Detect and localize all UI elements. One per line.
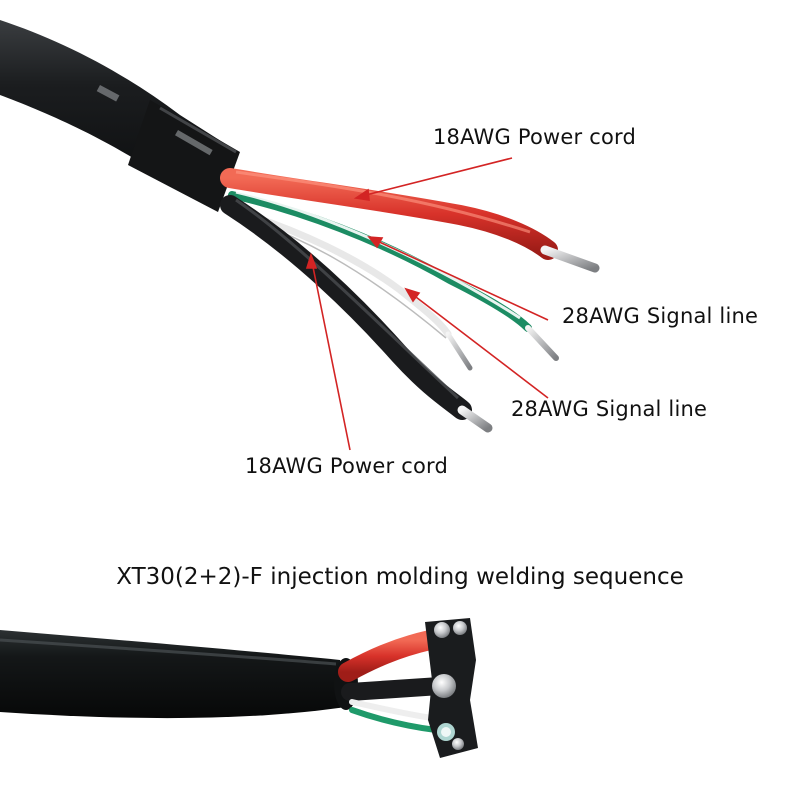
white-wire-tip — [445, 331, 473, 371]
bottom-black-wire — [341, 677, 449, 701]
label-18awg-power-cord-bottom: 18AWG Power cord — [245, 454, 449, 478]
red-wire-tip — [540, 245, 600, 273]
green-wire — [228, 191, 532, 332]
black-wire — [220, 195, 472, 420]
bottom-white-wire — [349, 699, 435, 721]
white-wire — [228, 206, 452, 338]
arrow-signal-mid — [411, 293, 549, 399]
label-28awg-signal-line-right: 28AWG Signal line — [562, 304, 759, 328]
jacket-print — [96, 85, 213, 156]
arrow-power-bottom — [311, 261, 351, 451]
bottom-cable-photo — [0, 618, 478, 758]
heat-shrink-sleeve — [128, 100, 240, 212]
black-wire-tip — [457, 405, 493, 433]
label-28awg-signal-line-middle: 28AWG Signal line — [511, 397, 708, 421]
solder-joint-3 — [432, 674, 456, 698]
welding-sequence-caption: XT30(2+2)-F injection molding welding se… — [116, 564, 684, 590]
red-wire — [220, 168, 558, 260]
solder-joint-2 — [453, 621, 467, 635]
green-wire-tip — [525, 325, 559, 361]
bottom-cable-jacket — [0, 630, 352, 719]
solder-joint-1 — [434, 622, 450, 638]
bottom-green-wire — [349, 707, 439, 733]
arrow-power-top — [361, 157, 513, 197]
label-18awg-power-cord-top: 18AWG Power cord — [433, 125, 637, 149]
annotation-arrows — [305, 157, 549, 451]
bottom-red-wire — [338, 630, 440, 682]
top-cable-photo — [0, 20, 600, 433]
solder-joint-5 — [452, 738, 464, 750]
arrow-signal-right — [374, 239, 549, 321]
